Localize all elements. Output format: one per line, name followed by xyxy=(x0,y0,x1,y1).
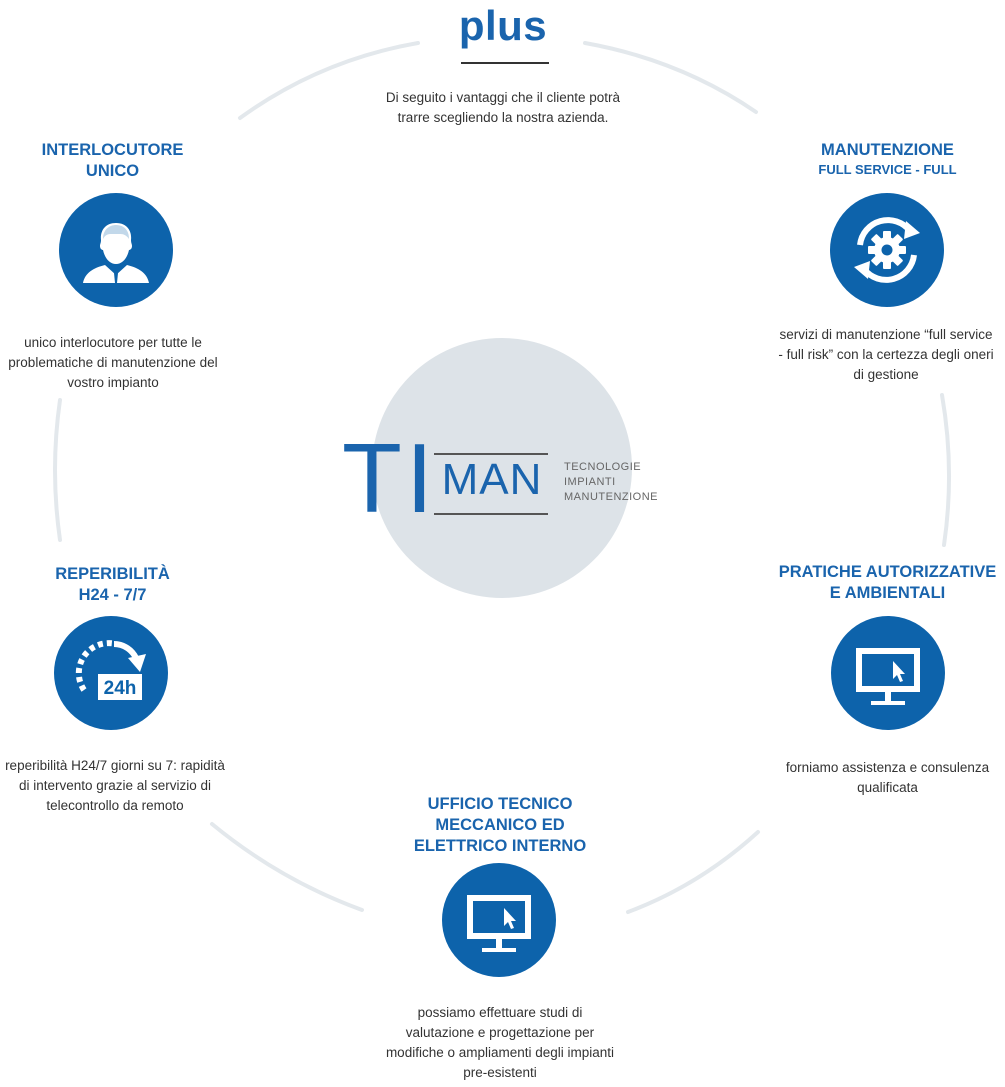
ring-arc-bottom-left xyxy=(210,822,364,912)
ring-arc-top-left xyxy=(238,41,420,120)
feature-pratiche-title: PRATICHE AUTORIZZATIVE E AMBIENTALI xyxy=(770,562,1005,604)
logo-mark-ti: TI xyxy=(342,423,438,533)
feature-interlocutore-icon-circle xyxy=(59,193,173,307)
logo-rule-top xyxy=(434,453,548,455)
feature-manutenzione-title-line-2: FULL SERVICE - FULL xyxy=(818,162,957,177)
feature-reperibilita-title-line-1: REPERIBILITÀ xyxy=(55,565,170,583)
feature-pratiche-icon-circle xyxy=(831,616,945,730)
logo-tagline-line-1: TECNOLOGIE xyxy=(564,461,642,473)
clock-24h-icon: 24h xyxy=(75,640,146,700)
feature-ufficio-description: possiamo effettuare studi di valutazione… xyxy=(385,1005,615,1080)
feature-ufficio-icon-circle xyxy=(442,863,556,977)
clock-24h-label: 24h xyxy=(104,678,137,699)
feature-reperibilita-title-line-2: H24 - 7/7 xyxy=(78,586,147,604)
feature-pratiche-description: forniamo assistenza e consulenza qualifi… xyxy=(785,760,990,795)
feature-ufficio-title-line-2: MECCANICO ED xyxy=(435,816,565,834)
feature-interlocutore-title-line-1: INTERLOCUTORE xyxy=(41,141,184,159)
monitor-cursor-icon xyxy=(467,895,531,952)
feature-manutenzione-description: servizi di manutenzione “full service - … xyxy=(778,327,994,382)
logo-background-circle xyxy=(372,338,632,598)
businessman-icon xyxy=(83,223,149,283)
feature-reperibilita-icon-circle: 24h xyxy=(54,616,168,730)
logo-tagline-line-2: IMPIANTI xyxy=(564,476,616,488)
feature-interlocutore-description: unico interlocutore per tutte le problem… xyxy=(8,335,218,390)
feature-manutenzione-icon-circle xyxy=(830,193,944,307)
feature-ufficio-title-line-1: UFFICIO TECNICO xyxy=(427,795,573,813)
feature-ufficio-title: UFFICIO TECNICO MECCANICO ED ELETTRICO I… xyxy=(395,794,605,857)
ring-arc-bottom-right xyxy=(626,830,760,914)
ring-arc-left xyxy=(53,398,62,542)
page-title: plus xyxy=(458,2,548,49)
feature-manutenzione-title-line-1: MANUTENZIONE xyxy=(821,141,954,159)
ring-arc-right xyxy=(940,393,952,547)
feature-reperibilita-title: REPERIBILITÀ H24 - 7/7 xyxy=(20,564,205,606)
title-underline xyxy=(461,62,549,64)
intro-text: Di seguito i vantaggi che il cliente pot… xyxy=(385,90,621,125)
gear-refresh-icon xyxy=(854,217,920,283)
logo-tagline: TECNOLOGIE IMPIANTI MANUTENZIONE xyxy=(564,460,658,505)
ring-arc-top-right xyxy=(583,41,758,114)
monitor-cursor-icon xyxy=(856,648,920,705)
feature-pratiche-title-line-1: PRATICHE AUTORIZZATIVE xyxy=(778,563,997,581)
logo-tagline-line-3: MANUTENZIONE xyxy=(564,491,658,503)
logo-mark-man: MAN xyxy=(441,455,543,504)
feature-reperibilita-description: reperibilità H24/7 giorni su 7: rapidità… xyxy=(5,758,225,813)
feature-ufficio-title-line-3: ELETTRICO INTERNO xyxy=(413,837,587,855)
feature-interlocutore-title-line-2: UNICO xyxy=(85,162,140,180)
feature-pratiche-title-line-2: E AMBIENTALI xyxy=(829,584,946,602)
feature-manutenzione-title: MANUTENZIONE FULL SERVICE - FULL xyxy=(790,140,985,179)
logo-rule-bottom xyxy=(434,513,548,515)
feature-interlocutore-title: INTERLOCUTORE UNICO xyxy=(20,140,205,182)
